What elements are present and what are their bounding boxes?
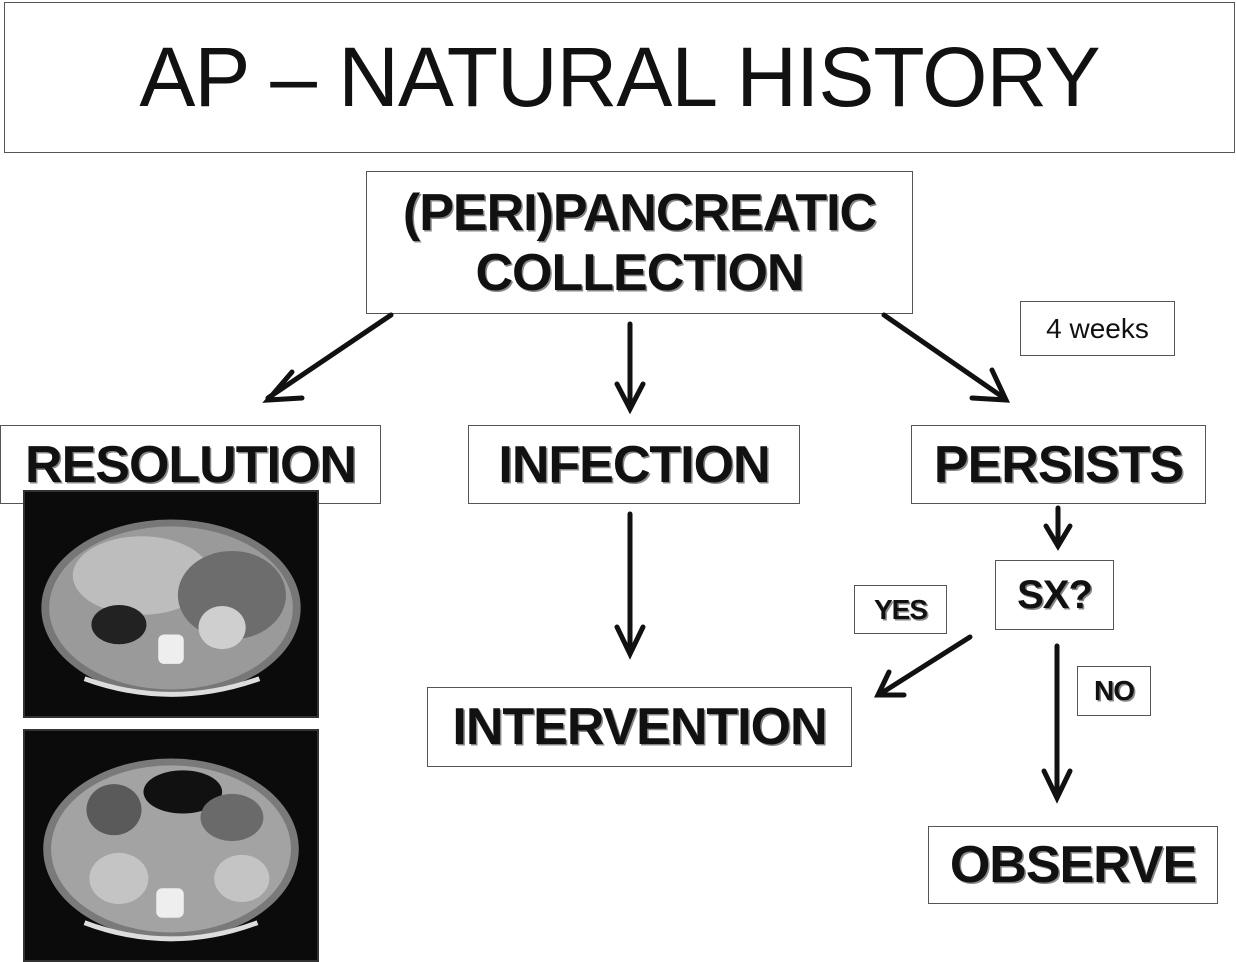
label-yes: YES [854, 585, 947, 634]
arrow-root-to-resolution [265, 312, 394, 401]
label-no-text: NO [1094, 675, 1135, 706]
node-intervention-text: INTERVENTION [452, 698, 827, 756]
label-no: NO [1077, 666, 1151, 716]
arrowhead-intervention [614, 624, 646, 660]
node-symptoms-text: SX? [1017, 572, 1093, 617]
node-infection-text: INFECTION [498, 435, 770, 494]
node-peripancreatic-collection: (PERI)PANCREATIC COLLECTION [366, 171, 913, 314]
node-root-line2: COLLECTION [475, 243, 805, 302]
arrowhead-persists [969, 367, 1011, 403]
timeframe-text: 4 weeks [1046, 312, 1149, 344]
node-resolution-text: RESOLUTION [25, 435, 357, 494]
node-infection: INFECTION [468, 425, 800, 504]
ct-scan-top-image [23, 490, 319, 718]
ct-scan-bottom-image [23, 729, 319, 962]
timeframe-label: 4 weeks [1020, 301, 1175, 356]
arrow-sx-yes-to-intervention [877, 634, 973, 697]
node-intervention: INTERVENTION [427, 687, 852, 767]
arrowhead-yes [874, 669, 907, 698]
node-root-line1: (PERI)PANCREATIC [402, 183, 877, 242]
ct-scan-bottom-drawing [43, 758, 299, 942]
arrowhead-sx [1043, 523, 1073, 551]
node-symptoms: SX? [995, 560, 1114, 630]
node-observe: OBSERVE [928, 826, 1218, 904]
arrowhead-resolution [262, 369, 305, 403]
ct-scan-top-drawing [41, 519, 301, 697]
node-persists: PERSISTS [911, 425, 1206, 504]
arrowhead-infection [614, 381, 646, 415]
node-persists-text: PERSISTS [933, 435, 1184, 494]
arrow-root-to-persists [881, 312, 1007, 401]
diagram-title-text: AP – NATURAL HISTORY [139, 30, 1100, 124]
node-observe-text: OBSERVE [949, 836, 1197, 894]
label-yes-text: YES [873, 593, 928, 625]
diagram-title: AP – NATURAL HISTORY [4, 2, 1235, 153]
arrowhead-observe [1041, 768, 1073, 804]
